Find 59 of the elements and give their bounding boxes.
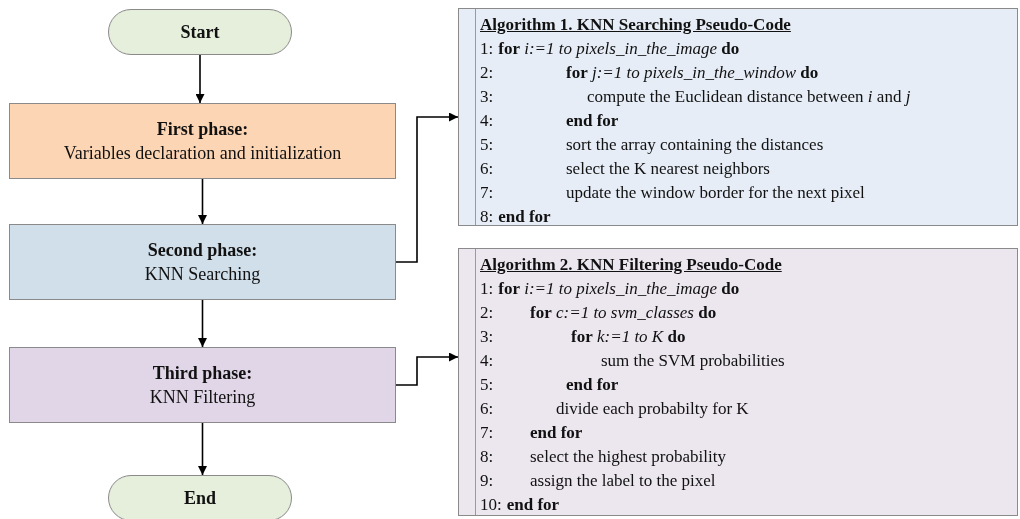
pseudo-code-panel [458,248,1018,516]
arrow [198,422,207,476]
line-number: 1: [480,39,494,58]
phase-description: Variables declaration and initialization [63,142,342,165]
code-line: end for [566,374,619,396]
algorithm-title: Algorithm 2. KNN Filtering Pseudo-Code [480,254,782,276]
code-line: select the K nearest neighbors [566,158,770,180]
line-number: 3: [480,327,494,346]
code-line: end for [530,422,583,444]
code-line: for j:=1 to pixels_in_the_window do [566,62,819,84]
process-box [9,103,396,179]
line-number: 3: [480,87,494,106]
line-number: 4: [480,111,494,130]
algorithm-title: Algorithm 1. KNN Searching Pseudo-Code [480,14,791,36]
arrow [395,352,459,386]
code-line: end for [566,110,619,132]
process-box [9,347,396,423]
process-box [9,224,396,300]
line-number: 2: [480,63,494,82]
code-line: divide each probabilty for K [556,398,749,420]
code-line: assign the label to the pixel [530,470,716,492]
line-number: 8: [480,447,494,466]
code-line: end for [498,207,551,226]
arrow [198,299,207,348]
code-line: for c:=1 to svm_classes do [530,302,717,324]
line-number: 7: [480,183,494,202]
code-line: end for [506,495,560,514]
line-number: 9: [480,471,494,490]
phase-title: Third phase: [152,362,253,385]
line-number: 7: [480,423,494,442]
phase-description: KNN Searching [144,263,261,286]
line-number: 10: [480,495,502,514]
pseudo-code-panel [458,8,1018,226]
line-number: 4: [480,351,494,370]
line-number: 5: [480,375,494,394]
line-number: 8: [480,207,494,226]
arrow [395,112,459,263]
code-line: compute the Euclidean distance between i and j [587,86,911,108]
phase-title: Second phase: [147,239,258,262]
phase-title: First phase: [156,118,249,141]
code-line: update the window border for the next pixel [566,182,865,204]
line-number: 2: [480,303,494,322]
line-number: 1: [480,279,494,298]
line-number: 5: [480,135,494,154]
line-number: 6: [480,399,494,418]
code-line: for k:=1 to K do [571,326,686,348]
arrow [195,54,205,104]
terminal-label: Start [180,21,220,44]
code-line: select the highest probability [530,446,726,468]
arrow [198,178,207,225]
start-terminal [108,9,292,55]
code-line: for i:=1 to pixels_in_the_image do [498,279,740,298]
code-line: for i:=1 to pixels_in_the_image do [498,39,740,58]
code-line: sum the SVM probabilities [601,350,785,372]
line-number: 6: [480,159,494,178]
end-terminal [108,475,292,519]
terminal-label: End [184,487,216,510]
code-line: sort the array containing the distances [566,134,824,156]
phase-description: KNN Filtering [149,386,256,409]
